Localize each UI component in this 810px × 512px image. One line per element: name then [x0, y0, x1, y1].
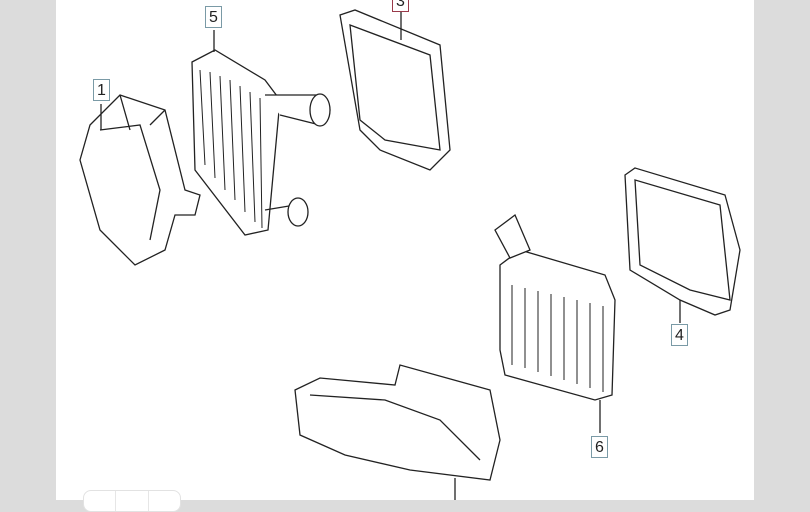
air-duct-part-2	[294, 364, 501, 500]
parts-diagram	[56, 0, 754, 500]
callout-1[interactable]: 1	[93, 79, 110, 101]
air-shroud-part-3	[339, 9, 451, 171]
zoom-out-button[interactable]	[149, 491, 180, 511]
zoom-controls[interactable]	[83, 490, 181, 512]
zoom-in-button[interactable]	[84, 491, 117, 511]
callout-3[interactable]: 3	[392, 0, 409, 12]
callout-4[interactable]: 4	[671, 324, 688, 346]
zoom-reset-button[interactable]	[116, 491, 149, 511]
air-shroud-part-4	[624, 167, 741, 323]
callout-5[interactable]: 5	[205, 6, 222, 28]
callout-6[interactable]: 6	[591, 436, 608, 458]
intercooler-part-5	[191, 30, 331, 236]
exploded-view-drawing	[79, 9, 741, 500]
air-duct-part-1	[79, 94, 201, 266]
intercooler-part-6	[494, 213, 616, 433]
